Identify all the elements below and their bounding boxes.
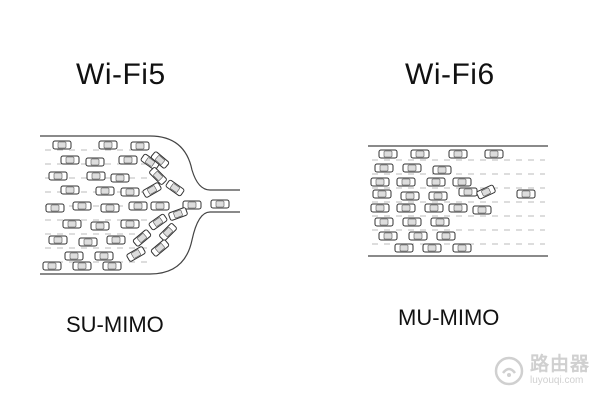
car-icon bbox=[120, 219, 140, 229]
mu-mimo-label: MU-MIMO bbox=[398, 305, 500, 330]
car-icon bbox=[132, 229, 152, 247]
car-icon bbox=[95, 186, 115, 196]
car-icon bbox=[120, 187, 140, 197]
car-icon bbox=[78, 237, 98, 247]
car-icon bbox=[110, 173, 130, 183]
car-icon bbox=[394, 243, 414, 253]
car-icon bbox=[374, 163, 394, 173]
car-icon bbox=[118, 155, 138, 165]
car-icon bbox=[130, 141, 150, 151]
car-icon bbox=[142, 182, 162, 198]
car-icon bbox=[159, 223, 177, 241]
car-icon bbox=[42, 261, 62, 271]
car-icon bbox=[476, 184, 496, 200]
car-icon bbox=[448, 203, 468, 213]
car-icon bbox=[452, 177, 472, 187]
car-icon bbox=[452, 243, 472, 253]
car-icon bbox=[378, 149, 398, 159]
su-mimo-label: SU-MIMO bbox=[66, 312, 164, 337]
car-icon bbox=[48, 171, 68, 181]
car-icon bbox=[60, 155, 80, 165]
car-icon bbox=[72, 201, 92, 211]
car-icon bbox=[402, 217, 422, 227]
watermark-url: luyouqi.com bbox=[529, 375, 584, 386]
car-icon bbox=[458, 187, 478, 197]
car-icon bbox=[370, 177, 390, 187]
car-icon bbox=[85, 157, 105, 167]
wifi6-lane-markings bbox=[372, 159, 545, 245]
wifi5-road bbox=[40, 135, 240, 275]
car-icon bbox=[128, 201, 148, 211]
car-icon bbox=[374, 217, 394, 227]
car-icon bbox=[72, 261, 92, 271]
car-icon bbox=[52, 140, 72, 150]
car-icon bbox=[126, 246, 146, 262]
car-icon bbox=[472, 205, 492, 215]
car-icon bbox=[400, 191, 420, 201]
car-icon bbox=[448, 149, 468, 159]
car-icon bbox=[430, 217, 450, 227]
car-icon bbox=[150, 239, 170, 257]
wifi6-road bbox=[368, 145, 548, 257]
car-icon bbox=[168, 207, 188, 221]
car-icon bbox=[90, 221, 110, 231]
car-icon bbox=[148, 213, 168, 231]
car-icon bbox=[64, 251, 84, 261]
car-icon bbox=[62, 219, 82, 229]
car-icon bbox=[182, 200, 202, 210]
car-icon bbox=[426, 177, 446, 187]
car-icon bbox=[484, 149, 504, 159]
car-icon bbox=[98, 140, 118, 150]
car-icon bbox=[372, 189, 392, 199]
car-icon bbox=[150, 151, 170, 169]
wifi5-title: Wi-Fi5 bbox=[76, 58, 166, 91]
car-icon bbox=[422, 243, 442, 253]
car-icon bbox=[402, 163, 422, 173]
wifi6-cars bbox=[370, 149, 536, 253]
wifi5-cars bbox=[42, 140, 230, 271]
car-icon bbox=[150, 201, 170, 211]
car-icon bbox=[424, 203, 444, 213]
car-icon bbox=[165, 179, 185, 197]
car-icon bbox=[210, 199, 230, 209]
watermark: 路由器 luyouqi.com bbox=[494, 355, 590, 386]
car-icon bbox=[102, 261, 122, 271]
car-icon bbox=[94, 251, 114, 261]
wifi6-title: Wi-Fi6 bbox=[405, 58, 495, 91]
car-icon bbox=[370, 203, 390, 213]
car-icon bbox=[428, 191, 448, 201]
car-icon bbox=[86, 171, 106, 181]
car-icon bbox=[106, 235, 126, 245]
car-icon bbox=[516, 189, 536, 199]
car-icon bbox=[48, 235, 68, 245]
car-icon bbox=[432, 165, 452, 175]
car-icon bbox=[396, 177, 416, 187]
car-icon bbox=[378, 231, 398, 241]
car-icon bbox=[100, 203, 120, 213]
car-icon bbox=[410, 149, 430, 159]
car-icon bbox=[45, 203, 65, 213]
car-icon bbox=[408, 231, 428, 241]
watermark-brand: 路由器 bbox=[529, 354, 590, 375]
car-icon bbox=[149, 167, 167, 185]
car-icon bbox=[436, 231, 456, 241]
router-logo-icon bbox=[494, 356, 524, 385]
car-icon bbox=[396, 203, 416, 213]
car-icon bbox=[60, 185, 80, 195]
